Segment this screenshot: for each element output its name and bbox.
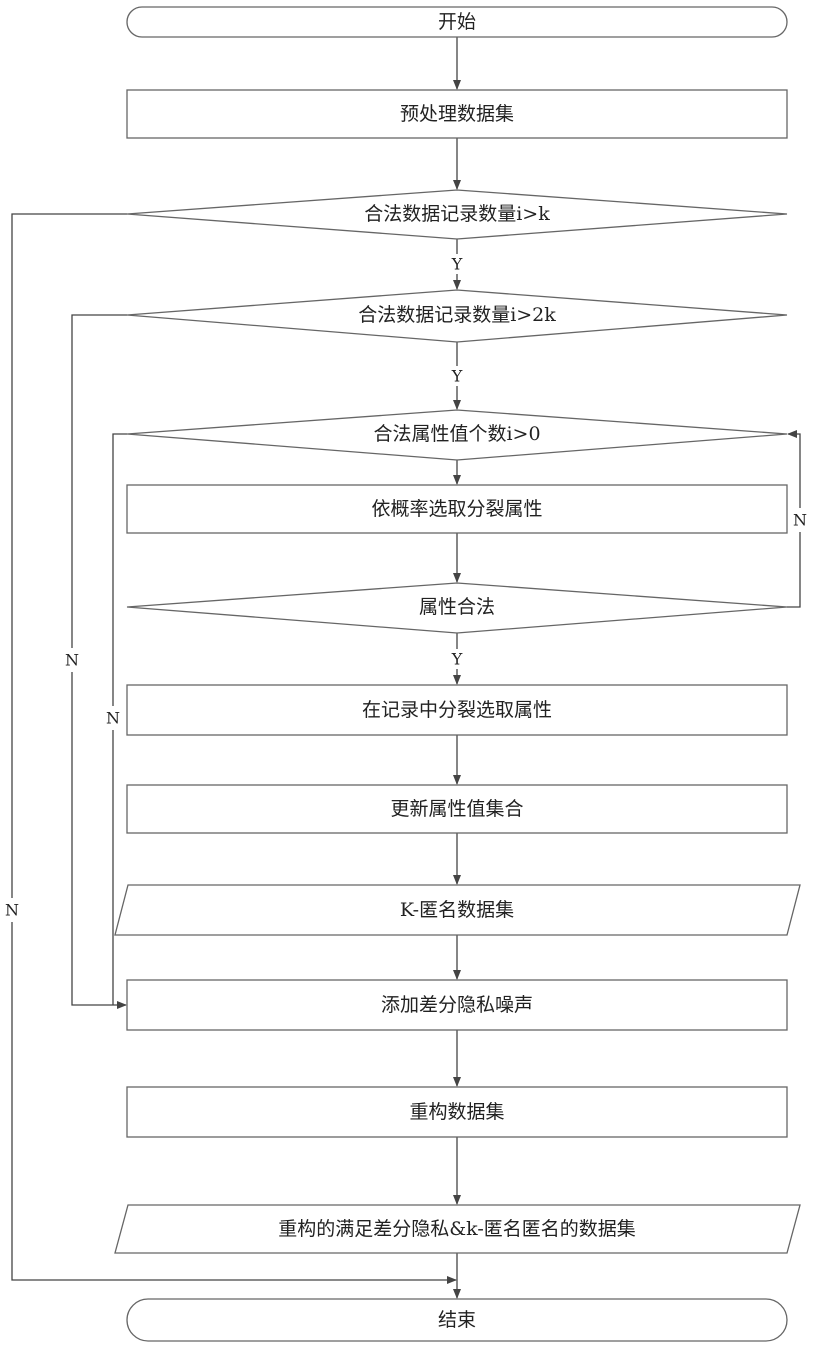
start-label: 开始	[438, 11, 476, 33]
yes-label: Y	[451, 650, 463, 669]
no-path-2k	[72, 315, 127, 1005]
no-label: N	[65, 651, 79, 670]
decision-label: 合法属性值个数i>0	[373, 423, 540, 445]
start-terminal: 开始	[127, 7, 787, 37]
decision-i-gt-k: 合法数据记录数量i>k	[127, 190, 787, 239]
rebuild-step: 重构数据集	[127, 1087, 787, 1137]
decision-i-gt-2k: 合法数据记录数量i>2k	[127, 290, 787, 342]
k-anon-dataset-io: K-匿名数据集	[115, 885, 800, 935]
split-attr-step: 在记录中分裂选取属性	[127, 685, 787, 735]
io-label: 重构的满足差分隐私&k-匿名匿名的数据集	[278, 1218, 636, 1240]
decision-attr-count: 合法属性值个数i>0	[127, 410, 787, 460]
decision-label: 属性合法	[419, 596, 495, 618]
step-label: 添加差分隐私噪声	[381, 994, 533, 1016]
end-label: 结束	[438, 1309, 476, 1331]
no-label: N	[106, 709, 120, 728]
no-label: N	[793, 511, 807, 530]
final-dataset-io: 重构的满足差分隐私&k-匿名匿名的数据集	[115, 1205, 800, 1253]
step-label: 更新属性值集合	[390, 798, 523, 820]
add-noise-step: 添加差分隐私噪声	[127, 980, 787, 1030]
decision-label: 合法数据记录数量i>2k	[358, 304, 556, 326]
decision-label: 合法数据记录数量i>k	[364, 203, 550, 225]
yes-label: Y	[451, 255, 463, 274]
update-set-step: 更新属性值集合	[127, 785, 787, 833]
step-label: 依概率选取分裂属性	[371, 498, 542, 520]
step-label: 在记录中分裂选取属性	[362, 699, 552, 721]
step-label: 重构数据集	[409, 1101, 504, 1123]
io-label: K-匿名数据集	[400, 899, 514, 921]
select-attr-step: 依概率选取分裂属性	[127, 485, 787, 533]
yes-label: Y	[451, 367, 463, 386]
preprocess-label: 预处理数据集	[400, 103, 514, 125]
decision-attr-valid: 属性合法	[127, 583, 787, 633]
preprocess-step: 预处理数据集	[127, 90, 787, 138]
end-terminal: 结束	[127, 1299, 787, 1341]
no-label: N	[5, 901, 19, 920]
